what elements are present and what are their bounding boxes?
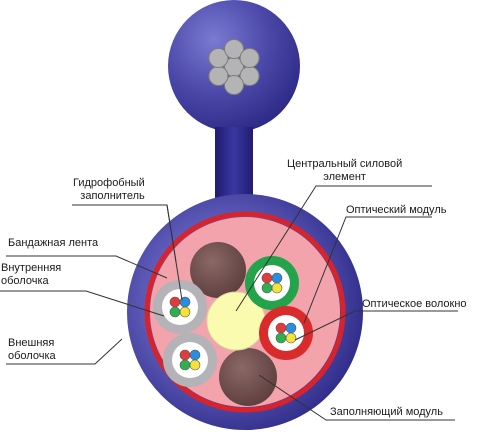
optical-fiber <box>271 282 283 294</box>
optical-fiber <box>189 349 201 361</box>
leader-optical-fiber <box>294 310 458 341</box>
optical-module-grey-lower <box>163 333 217 387</box>
optical-module-red <box>259 306 313 360</box>
label-outer-sheath: Внешняя оболочка <box>8 337 56 362</box>
steel-wire <box>224 39 244 59</box>
module-inner <box>162 289 198 325</box>
leader-binder-tape <box>6 255 168 279</box>
leader-filler-module <box>258 374 455 421</box>
label-hydrophobic-filler: Гидрофобный заполнитель <box>73 177 145 202</box>
label-binder-tape: Бандажная лента <box>8 237 99 249</box>
leader-outer-sheath <box>6 338 123 365</box>
leader-optical-module <box>303 216 432 324</box>
optical-module-grey-upper <box>153 280 207 334</box>
leader-central-element <box>235 185 432 312</box>
optical-fiber <box>169 306 181 318</box>
leader-inner-sheath <box>0 290 165 317</box>
steel-wire <box>208 48 229 68</box>
optical-fiber <box>275 322 287 334</box>
module-inner <box>268 315 304 351</box>
label-central-element: Центральный силовой элемент <box>287 158 403 183</box>
optical-fiber <box>285 322 297 334</box>
filler-module-top <box>190 242 246 298</box>
steel-wire-strand <box>208 39 260 95</box>
label-optical-fiber: Оптическое волокно <box>362 298 467 310</box>
messenger-neck <box>215 127 253 207</box>
leader-lines <box>0 185 458 421</box>
steel-wire <box>239 48 260 68</box>
label-inner-sheath: Внутренняя оболочка <box>1 262 62 287</box>
optical-fiber <box>169 296 181 308</box>
binder-tape-ring <box>144 211 346 413</box>
leader-hydrophobic-filler-2 <box>166 204 183 301</box>
optical-fiber <box>271 272 283 284</box>
optical-fiber <box>189 359 201 371</box>
label-optical-module: Оптический модуль <box>346 204 447 216</box>
optical-fiber <box>261 282 273 294</box>
optical-fiber <box>179 306 191 318</box>
optical-fiber <box>179 359 191 371</box>
steel-wire <box>208 66 229 86</box>
optical-module-green <box>245 256 299 310</box>
filler-module-bottom <box>219 348 277 406</box>
module-inner <box>172 342 208 378</box>
optical-fiber <box>285 332 297 344</box>
steel-wire <box>224 75 244 95</box>
label-filler-module: Заполняющий модуль <box>330 406 443 418</box>
optical-fiber <box>275 332 287 344</box>
module-inner <box>254 265 290 301</box>
optical-fiber <box>261 272 273 284</box>
optical-fiber <box>179 349 191 361</box>
